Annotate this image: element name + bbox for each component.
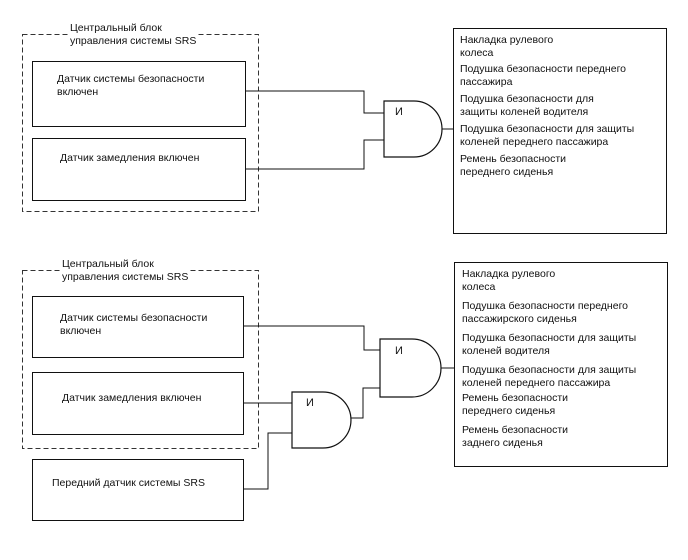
sensor-airbag-label-2: Датчик системы безопасности включен bbox=[60, 312, 208, 337]
sensor-airbag-box-1 bbox=[32, 61, 246, 127]
control-unit-dashed-box-2 bbox=[22, 270, 259, 449]
output-item: Накладка рулевого колеса bbox=[462, 268, 556, 293]
control-unit-title-2: Центральный блок управления системы SRS bbox=[60, 258, 191, 284]
output-item: Подушка безопасности переднего пассажирс… bbox=[462, 300, 629, 325]
outputs-list-2: Накладка рулевого колеса Подушка безопас… bbox=[462, 268, 667, 450]
outputs-box-1 bbox=[453, 28, 667, 234]
and-gate-main-2-label: И bbox=[395, 345, 403, 357]
and-gate-1-label: И bbox=[395, 106, 403, 118]
output-item: Подушка безопасности для защиты коленей … bbox=[462, 364, 637, 389]
sensor-decel-box-1 bbox=[32, 138, 246, 201]
wire-decel-to-gate-1 bbox=[245, 139, 384, 170]
control-unit-dashed-box-1 bbox=[22, 34, 259, 212]
sensor-airbag-box-2 bbox=[32, 296, 244, 358]
output-item: Ремень безопасности переднего сиденья bbox=[460, 153, 567, 178]
sensor-airbag-label-1: Датчик системы безопасности включен bbox=[57, 73, 205, 98]
control-unit-title-1: Центральный блок управления системы SRS bbox=[68, 22, 199, 48]
and-gate-inner-2 bbox=[291, 391, 352, 449]
sensor-front-box-2 bbox=[32, 459, 244, 521]
output-item: Подушка безопасности переднего пассажира bbox=[460, 63, 627, 88]
outputs-box-2 bbox=[454, 262, 668, 467]
output-item: Подушка безопасности для защиты коленей … bbox=[460, 123, 635, 148]
and-gate-1 bbox=[383, 100, 443, 158]
sensor-decel-label-2: Датчик замедления включен bbox=[62, 392, 202, 404]
output-item: Ремень безопасности переднего сиденья bbox=[462, 392, 569, 417]
and-gate-main-2 bbox=[379, 338, 442, 398]
wire-gate-inner-to-gate-main-2 bbox=[351, 387, 380, 419]
wire-airbag-to-gate-1 bbox=[245, 90, 384, 114]
wire-front-to-gate-inner-2 bbox=[243, 432, 292, 490]
output-item: Подушка безопасности для защиты коленей … bbox=[462, 332, 637, 357]
wire-airbag-to-gate-main-2 bbox=[243, 325, 380, 351]
output-item: Подушка безопасности для защиты коленей … bbox=[460, 93, 594, 118]
output-item: Накладка рулевого колеса bbox=[460, 34, 554, 59]
output-item: Ремень безопасности заднего сиденья bbox=[462, 424, 569, 449]
outputs-list-1: Накладка рулевого колеса Подушка безопас… bbox=[460, 34, 665, 179]
and-gate-inner-2-label: И bbox=[306, 397, 314, 409]
sensor-decel-label-1: Датчик замедления включен bbox=[60, 152, 200, 164]
sensor-front-label-2: Передний датчик системы SRS bbox=[52, 477, 205, 489]
